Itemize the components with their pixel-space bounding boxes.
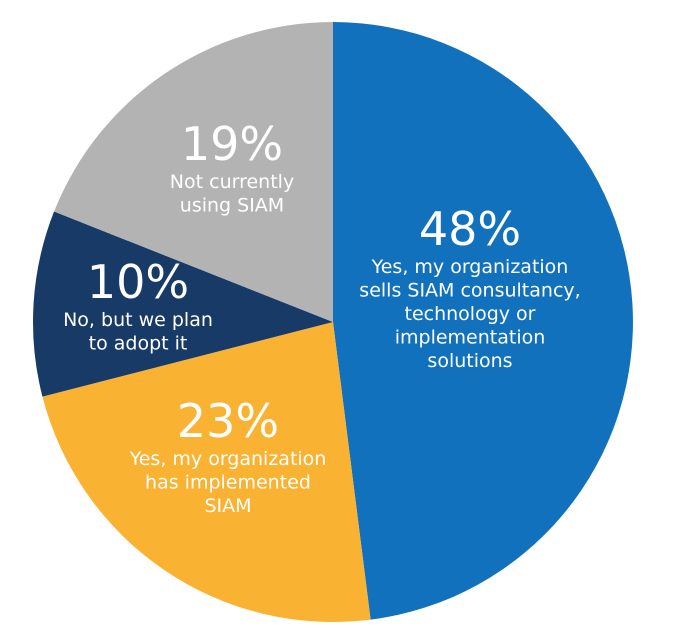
slice-label-sells-solutions-line-3: technology or xyxy=(405,303,536,325)
pie-slice-plan-to-adopt xyxy=(33,211,334,397)
slice-label-implemented-line-2: has implemented xyxy=(145,472,311,494)
slice-percent-implemented: 23% xyxy=(177,394,279,448)
slice-label-sells-solutions-line-2: sells SIAM consultancy, xyxy=(359,280,580,302)
slice-label-not-using-line-1: Not currently xyxy=(170,171,294,193)
slice-label-implemented-line-3: SIAM xyxy=(204,495,251,517)
slice-percent-not-using: 19% xyxy=(181,117,283,171)
slice-label-not-using-line-2: using SIAM xyxy=(180,195,284,217)
slice-label-sells-solutions-line-1: Yes, my organization xyxy=(371,256,569,278)
pie-slice-sells-solutions xyxy=(333,22,633,620)
pie-slice-implemented xyxy=(42,322,371,622)
slice-label-sells-solutions-line-4: implementation xyxy=(395,327,546,349)
slice-percent-plan-to-adopt: 10% xyxy=(87,255,189,309)
slice-label-implemented-line-1: Yes, my organization xyxy=(129,448,327,470)
slice-label-plan-to-adopt-line-1: No, but we plan xyxy=(63,309,213,331)
slices-layer xyxy=(33,22,633,622)
slice-percent-sells-solutions: 48% xyxy=(419,202,521,256)
slice-label-sells-solutions-line-5: solutions xyxy=(427,350,512,372)
pie-slice-not-using xyxy=(54,22,333,322)
slice-label-plan-to-adopt-line-2: to adopt it xyxy=(89,333,188,355)
